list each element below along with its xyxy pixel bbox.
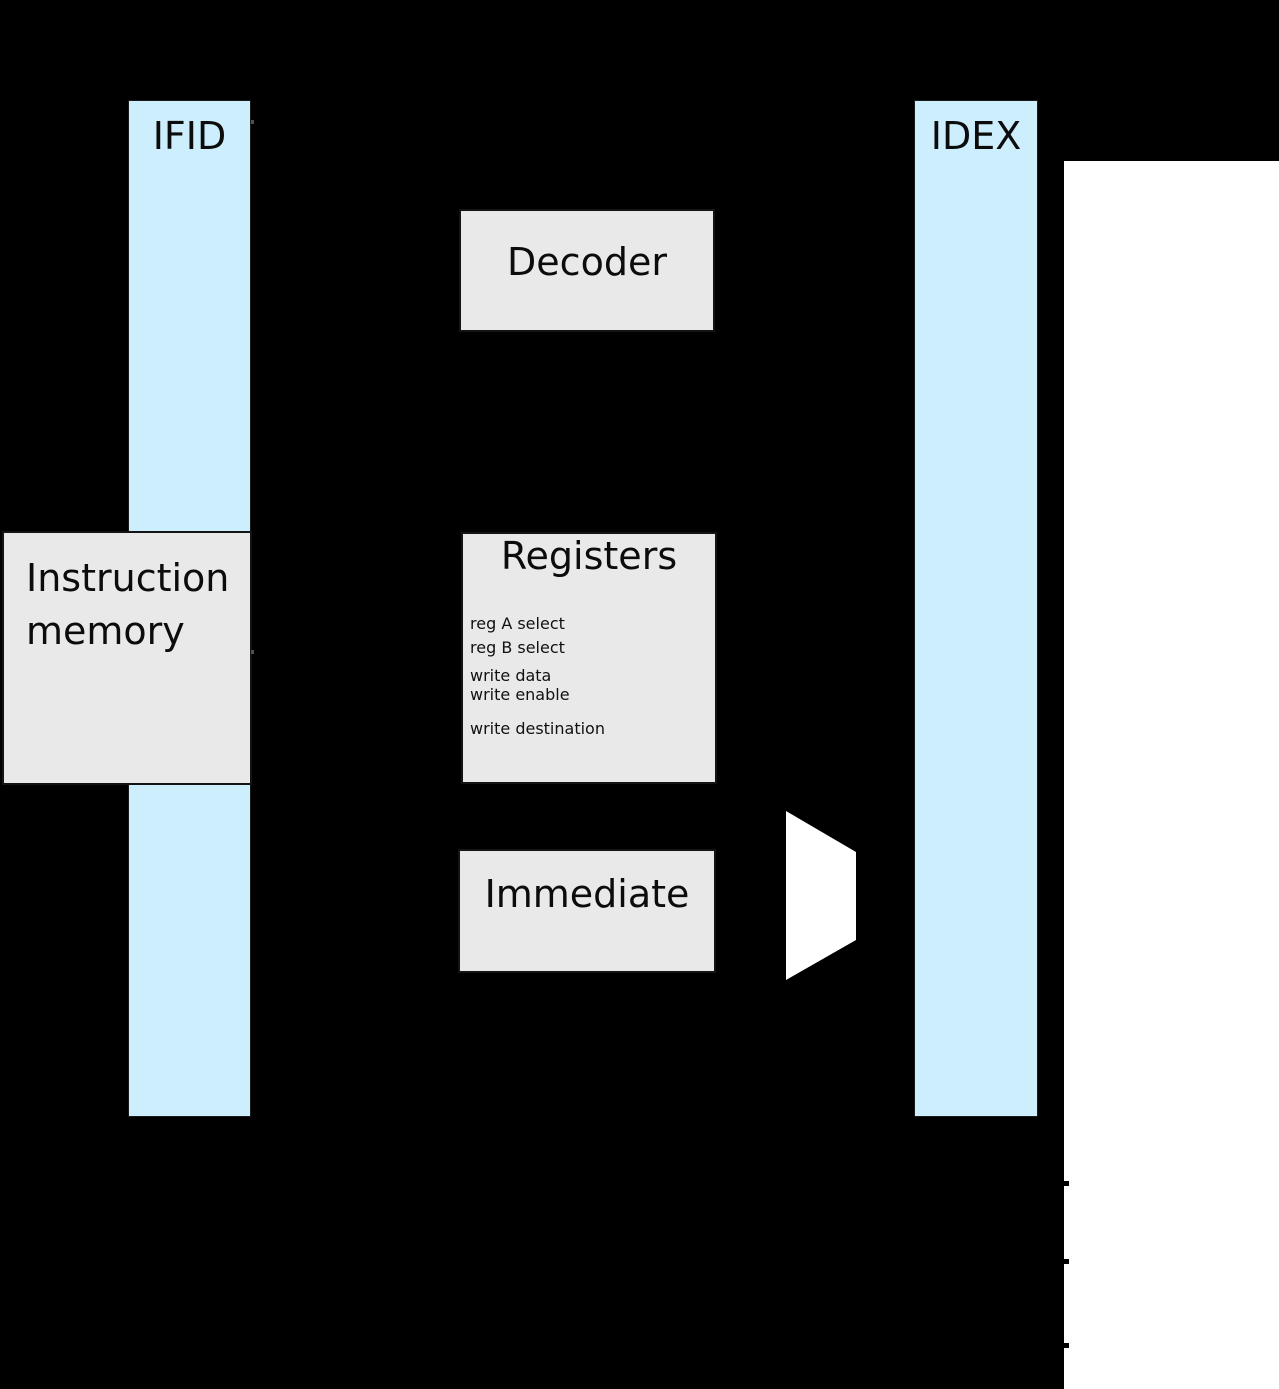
- ifid-label: IFID: [152, 114, 227, 158]
- idex-label: IDEX: [930, 114, 1022, 158]
- next-stage-panel: [1064, 161, 1279, 1389]
- decoder-block: Decoder: [459, 209, 715, 332]
- immediate-label: Immediate: [484, 872, 690, 916]
- port-write-data: write data: [470, 666, 552, 685]
- instruction-memory-label: Instruction memory: [4, 533, 250, 658]
- instruction-memory-label-line1: Instruction: [26, 556, 230, 600]
- port-reg-b-select: reg B select: [470, 638, 565, 657]
- mux-shape: [786, 811, 856, 980]
- wire-stub-1: [1062, 1181, 1069, 1186]
- port-write-enable: write enable: [470, 685, 570, 704]
- wire-endpoint-imem: [251, 650, 254, 654]
- wire-endpoint-ifid: [251, 120, 254, 124]
- instruction-memory-label-line2: memory: [26, 609, 185, 653]
- wire-stub-2: [1062, 1259, 1069, 1264]
- port-write-destination: write destination: [470, 719, 605, 738]
- mux-trapezoid: [786, 811, 856, 980]
- registers-title: Registers: [500, 534, 678, 578]
- pipeline-register-idex: IDEX: [914, 100, 1038, 1117]
- port-reg-a-select: reg A select: [470, 614, 565, 633]
- wire-stub-3: [1062, 1343, 1069, 1348]
- decoder-label: Decoder: [507, 240, 667, 284]
- registers-block: Registers reg A select reg B select writ…: [461, 532, 717, 784]
- immediate-block: Immediate: [458, 849, 716, 973]
- instruction-memory-block: Instruction memory: [2, 531, 252, 785]
